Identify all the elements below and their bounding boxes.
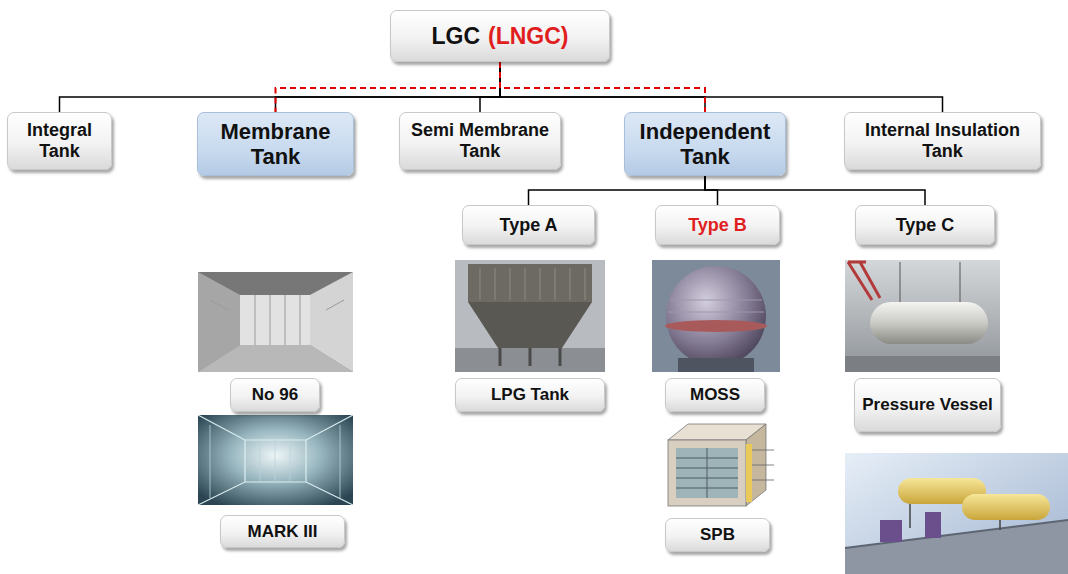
- photo-ground: [652, 260, 780, 372]
- category-box: Internal Insulation Tank: [844, 112, 1041, 170]
- photo-ground: [198, 272, 353, 372]
- yard-ground: [845, 356, 1000, 372]
- ship-cutaway: [845, 453, 1068, 574]
- tank-front: [668, 440, 746, 506]
- photo-ground: [455, 260, 605, 372]
- machinery: [880, 520, 902, 542]
- photo-ground: [845, 260, 1000, 372]
- ship-hull: [845, 520, 1068, 574]
- node-label: Integral Tank: [14, 120, 105, 161]
- category-box: Membrane Tank: [197, 112, 354, 176]
- node-label: LPG Tank: [491, 385, 569, 405]
- deck-line: [845, 520, 1068, 548]
- node-label: Semi Membrane Tank: [406, 120, 554, 161]
- membrane-corrugation: [210, 295, 344, 345]
- node-label: MARK III: [248, 522, 318, 542]
- tree-connector: [705, 176, 925, 205]
- deck-tank: [962, 494, 1050, 520]
- tree-connector: [60, 62, 501, 112]
- membrane-photo: [198, 272, 353, 372]
- root-box: LGC (LNGC): [390, 10, 610, 62]
- highlight-connector: [276, 62, 501, 112]
- tank-frames: [676, 448, 738, 498]
- category-box: Integral Tank: [7, 112, 112, 170]
- lpg-tank-photo: [455, 260, 605, 372]
- tree-connector: [500, 62, 705, 112]
- photo-ground: [652, 418, 780, 515]
- tree-connector: [500, 62, 943, 112]
- tank-ribs: [480, 268, 585, 300]
- tree-connector: [529, 176, 706, 205]
- caption-box: LPG Tank: [455, 378, 605, 412]
- crane: [848, 262, 880, 300]
- category-box: Semi Membrane Tank: [399, 112, 561, 170]
- insulation: [746, 444, 752, 502]
- pressure-vessel-photo: [845, 260, 1000, 372]
- node-label: (LNGC): [488, 23, 568, 49]
- tank-floor: [198, 345, 353, 372]
- tank-cutaway: [676, 448, 738, 498]
- membrane-grid: [210, 425, 340, 498]
- node-label: Type A: [499, 215, 557, 236]
- tree-connector: [276, 62, 501, 112]
- tank-edges: [198, 415, 353, 505]
- category-box: Independent Tank: [624, 112, 786, 176]
- node-label: Independent Tank: [631, 119, 779, 170]
- tank-hopper: [468, 302, 592, 348]
- node-label: Membrane Tank: [204, 119, 347, 170]
- caption-box: Pressure Vessel: [854, 378, 1001, 432]
- pressure-vessel-tank: [870, 302, 988, 344]
- machinery: [925, 512, 941, 538]
- node-label: LGC: [431, 23, 480, 49]
- tank-supports: [500, 348, 560, 366]
- pipes: [910, 504, 1000, 530]
- spb-cutaway: [652, 418, 780, 515]
- node-label: Pressure Vessel: [862, 395, 992, 415]
- sphere-base: [678, 358, 754, 372]
- highlight-connector: [500, 62, 705, 112]
- caption-box: No 96: [230, 378, 320, 412]
- photo-ground: [198, 415, 353, 505]
- type-box: Type B: [655, 205, 780, 245]
- type-box: Type A: [462, 205, 595, 245]
- moss-sphere: [666, 266, 766, 366]
- mark-iii-photo: [198, 415, 353, 505]
- caption-box: MARK III: [220, 515, 345, 548]
- dock-ground: [455, 348, 605, 372]
- type-box: Type C: [855, 205, 995, 245]
- leader-lines: [752, 450, 774, 480]
- sphere-band: [665, 320, 767, 332]
- node-label: Type B: [688, 215, 747, 236]
- caption-box: MOSS: [665, 378, 765, 412]
- moss-photo: [652, 260, 780, 372]
- tank-block: [468, 264, 592, 302]
- photo-ground: [845, 453, 1068, 574]
- sphere-seams: [668, 300, 764, 312]
- node-label: SPB: [700, 525, 735, 545]
- node-label: No 96: [252, 385, 298, 405]
- node-label: Internal Insulation Tank: [851, 120, 1034, 161]
- lifting-wires: [900, 262, 960, 302]
- caption-box: SPB: [665, 518, 770, 552]
- node-label: MOSS: [690, 385, 740, 405]
- node-label: Type C: [896, 215, 955, 236]
